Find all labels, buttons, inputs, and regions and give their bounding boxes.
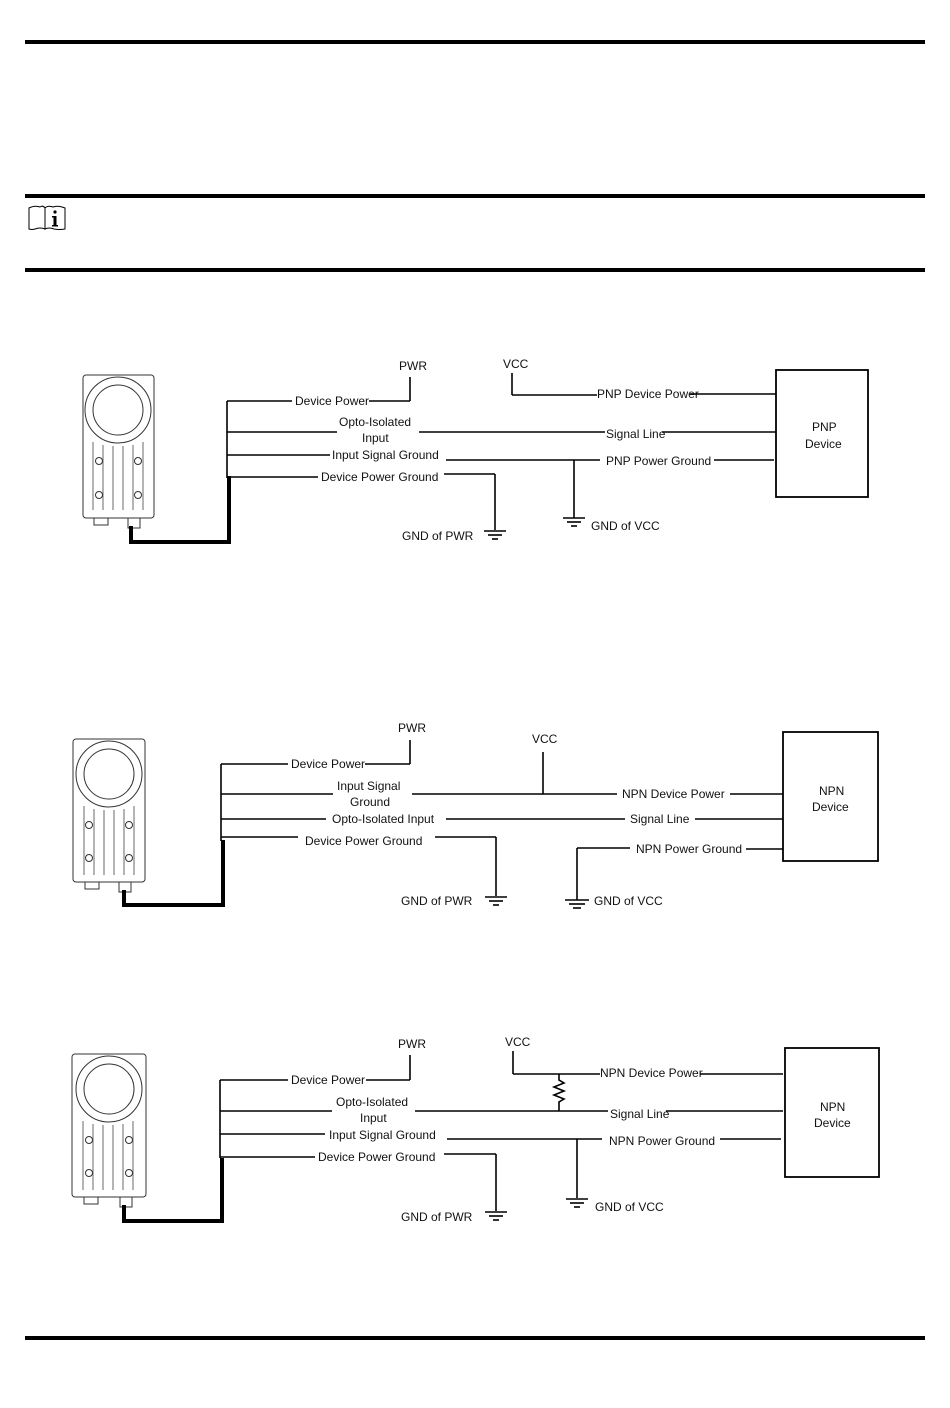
device-label-a: NPN: [819, 784, 844, 798]
gnd-vcc-label: GND of VCC: [595, 1200, 664, 1214]
line2-label-b: Input: [360, 1111, 387, 1125]
top-rule: [25, 40, 925, 44]
camera-cable: [122, 840, 225, 907]
vcc-label: VCC: [505, 1035, 531, 1049]
note-bottom-rule: [25, 268, 925, 272]
npn-wiring-diagram: Device Power PWR Input Signal Ground VCC…: [72, 721, 879, 909]
device-power-label: Device Power: [295, 394, 369, 408]
pwr-label: PWR: [398, 1037, 426, 1051]
ground-symbol-vcc: [563, 517, 585, 527]
gnd-pwr-label: GND of PWR: [401, 1210, 473, 1224]
vcc-label: VCC: [532, 732, 558, 746]
ext-power-label: NPN Device Power: [622, 787, 725, 801]
ground-symbol-pwr: [485, 896, 507, 906]
ext-power-label: PNP Device Power: [597, 387, 699, 401]
line2-label-a: Opto-Isolated: [336, 1095, 408, 1109]
device-power-ground-label: Device Power Ground: [318, 1150, 435, 1164]
camera-icon: [72, 738, 146, 893]
line2-label-b: Ground: [350, 795, 390, 809]
line2-label-a: Opto-Isolated: [339, 415, 411, 429]
pnp-wiring-diagram: Device Power PWR Opto-Isolated Input Sig…: [82, 357, 869, 544]
camera-cable: [129, 476, 231, 544]
pull-up-resistor-icon: [551, 1074, 567, 1111]
line3-label: Opto-Isolated Input: [332, 812, 435, 826]
device-label-b: Device: [812, 800, 849, 814]
ground-symbol-pwr: [485, 1211, 507, 1221]
ground-symbol-pwr: [484, 530, 506, 540]
footer-rule: [25, 1336, 925, 1340]
line2-label-a: Input Signal: [337, 779, 400, 793]
pnp-device-box: [775, 369, 869, 498]
gnd-vcc-label: GND of VCC: [594, 894, 663, 908]
device-label-b: Device: [805, 437, 842, 451]
note-top-rule: [25, 194, 925, 198]
gnd-pwr-label: GND of PWR: [401, 894, 473, 908]
line2-label-b: Input: [362, 431, 389, 445]
ground-symbol-vcc: [565, 899, 589, 909]
npn-pullup-wiring-diagram: Device Power PWR Opto-Isolated Input Sig…: [71, 1035, 880, 1224]
device-label-a: NPN: [820, 1100, 845, 1114]
npn-device-box: [782, 731, 879, 862]
info-book-icon: [28, 205, 66, 230]
vcc-label: VCC: [503, 357, 529, 371]
device-power-ground-label: Device Power Ground: [305, 834, 422, 848]
device-power-label: Device Power: [291, 757, 365, 771]
gnd-pwr-label: GND of PWR: [402, 529, 474, 543]
ext-ground-label: PNP Power Ground: [606, 454, 711, 468]
camera-cable: [122, 1158, 224, 1223]
pwr-label: PWR: [399, 359, 427, 373]
device-label-a: PNP: [812, 420, 837, 434]
device-power-label: Device Power: [291, 1073, 365, 1087]
camera-icon: [71, 1053, 147, 1208]
ext-power-label: NPN Device Power: [600, 1066, 703, 1080]
ground-symbol-vcc: [566, 1198, 588, 1208]
gnd-vcc-label: GND of VCC: [591, 519, 660, 533]
camera-icon: [82, 374, 155, 529]
line3-label: Input Signal Ground: [329, 1128, 436, 1142]
signal-line-label: Signal Line: [606, 427, 666, 441]
ext-ground-label: NPN Power Ground: [636, 842, 742, 856]
signal-line-label: Signal Line: [610, 1107, 670, 1121]
line3-label: Input Signal Ground: [332, 448, 439, 462]
pwr-label: PWR: [398, 721, 426, 735]
device-label-b: Device: [814, 1116, 851, 1130]
device-power-ground-label: Device Power Ground: [321, 470, 438, 484]
npn-device-box: [784, 1047, 880, 1178]
ext-ground-label: NPN Power Ground: [609, 1134, 715, 1148]
signal-line-label: Signal Line: [630, 812, 690, 826]
